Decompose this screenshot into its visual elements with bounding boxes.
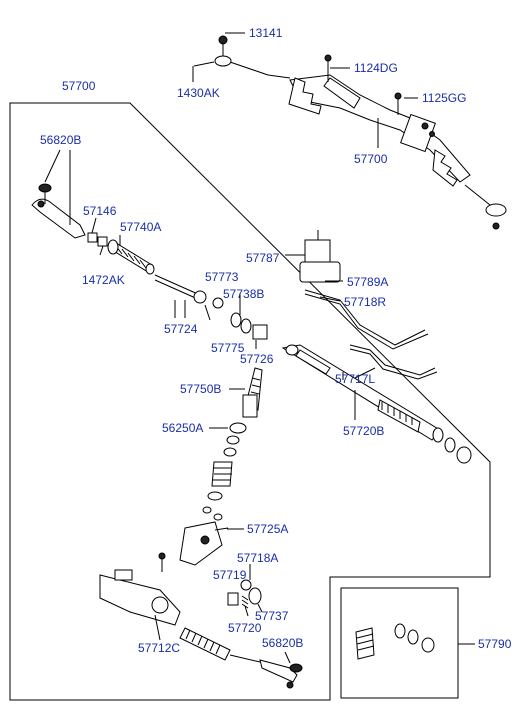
kit-outline (340, 587, 459, 699)
label-57725A: 57725A (247, 522, 289, 536)
label-57718A: 57718A (237, 551, 279, 565)
label-13141: 13141 (249, 26, 283, 40)
boot-57740A (107, 239, 155, 275)
label-57720B: 57720B (343, 424, 385, 438)
assembly-outline (9, 102, 491, 701)
label-57738B: 57738B (223, 287, 265, 301)
label-56250A: 56250A (162, 421, 204, 435)
label-57146: 57146 (83, 204, 117, 218)
seal-rings (230, 312, 268, 340)
label-57740A: 57740A (120, 220, 162, 234)
adjuster-parts (227, 579, 262, 609)
label-57737: 57737 (255, 609, 289, 623)
label-57724: 57724 (164, 322, 198, 336)
label-57700-top: 57700 (62, 79, 96, 93)
pinion-valve (202, 367, 263, 521)
mounting-bracket (299, 230, 341, 283)
label-56820B-right: 56820B (262, 636, 304, 650)
label-57712C: 57712C (138, 641, 181, 655)
boot-and-tie-rod-end-right (179, 627, 303, 689)
label-57720: 57720 (228, 621, 262, 635)
label-56820B-left: 56820B (40, 133, 82, 147)
label-57718R: 57718R (344, 295, 387, 309)
feed-tubes (304, 289, 438, 380)
leader-lines (44, 32, 418, 664)
repair-kit-parts (355, 623, 435, 660)
label-57789A: 57789A (347, 275, 389, 289)
rack-housing (281, 344, 472, 464)
nut-57146 (87, 232, 108, 247)
label-57750B: 57750B (180, 382, 222, 396)
label-1430AK: 1430AK (177, 86, 220, 100)
label-1125GG: 1125GG (422, 91, 467, 105)
tie-rod-end-left (31, 183, 86, 239)
gear-housing (99, 521, 229, 626)
label-57726: 57726 (240, 352, 274, 366)
steering-gear-assembly-top (193, 35, 507, 230)
label-57775: 57775 (211, 341, 245, 355)
label-1124DG: 1124DG (354, 61, 398, 75)
inner-tie-rod (154, 274, 224, 309)
label-57790: 57790 (478, 637, 512, 651)
label-57773: 57773 (205, 270, 239, 284)
label-57717L: 57717L (335, 372, 376, 386)
label-57719: 57719 (213, 568, 247, 582)
label-1472AK: 1472AK (82, 273, 125, 287)
label-57787: 57787 (246, 251, 280, 265)
label-57700-assembly: 57700 (354, 152, 388, 166)
